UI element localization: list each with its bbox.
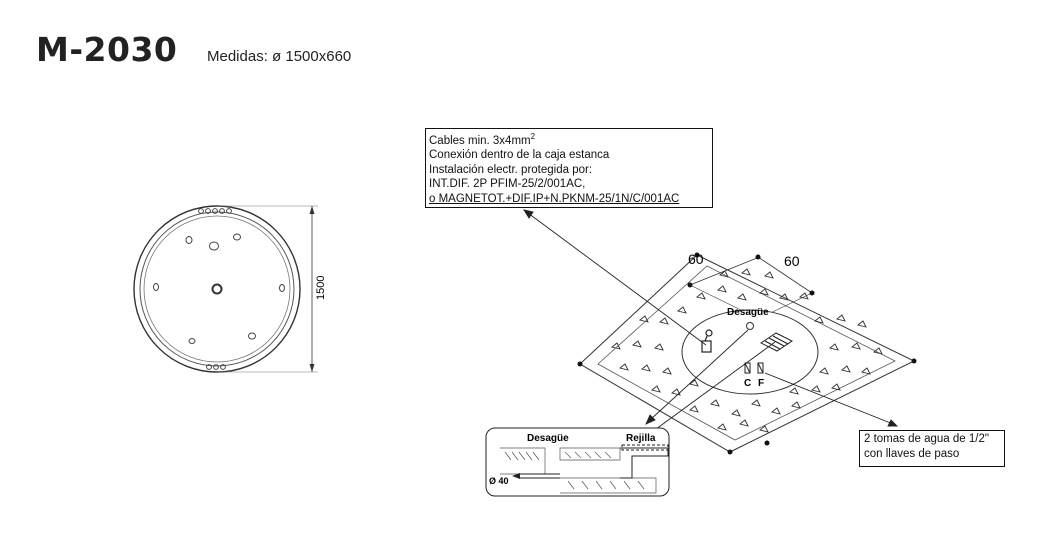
electrical-note: Cables min. 3x4mm2 Conexión dentro de la… xyxy=(425,128,713,208)
water-note-line-2: con llaves de paso xyxy=(864,447,960,460)
water-supply-note: 2 tomas de agua de 1/2" con llaves de pa… xyxy=(859,430,1005,467)
jets xyxy=(153,208,285,370)
floor-drain-label: Desagüe xyxy=(727,307,769,318)
electrical-note-line-1: Cables min. 3x4mm2 xyxy=(429,132,536,147)
section-drain-label: Desagüe xyxy=(527,433,569,444)
pipe-diameter-label: Ø 40 xyxy=(489,476,509,486)
electrical-note-line-5: o MAGNETOT.+DIF.IP+N.PKNM-25/1N/C/001AC xyxy=(429,192,680,205)
floor-drain-icon xyxy=(746,322,754,330)
cold-water-label: F xyxy=(758,378,764,389)
dimension-left: 60 xyxy=(688,251,704,267)
electrical-note-line-4: INT.DIF. 2P PFIM-25/2/001AC, xyxy=(429,178,586,191)
grate-icon xyxy=(760,332,793,352)
drain-icon xyxy=(211,283,223,295)
dimensions-label: Medidas: ø 1500x660 xyxy=(207,48,352,65)
junction-box-icon xyxy=(701,329,713,353)
water-note-line-1: 2 tomas de agua de 1/2" xyxy=(864,433,989,445)
hot-water-label: C xyxy=(744,378,751,389)
water-tap-icons xyxy=(744,362,764,374)
model-title: M-2030 xyxy=(36,30,178,69)
tub-top-view: 1500 xyxy=(133,205,327,373)
vertices xyxy=(577,252,917,455)
leader-arrows xyxy=(523,209,899,433)
diameter-dimension: 1500 xyxy=(315,276,327,300)
floor-plan: Desagüe C F 60 60 xyxy=(577,251,917,455)
section-grate-label: Rejilla xyxy=(626,433,656,444)
drain-section-detail: Desagüe Rejilla Ø 40 xyxy=(485,427,670,497)
dimension-right: 60 xyxy=(784,253,800,269)
floor-hatch xyxy=(611,268,883,433)
electrical-note-line-2: Conexión dentro de la caja estanca xyxy=(429,149,610,162)
electrical-note-line-3: Instalación electr. protegida por: xyxy=(429,163,593,176)
